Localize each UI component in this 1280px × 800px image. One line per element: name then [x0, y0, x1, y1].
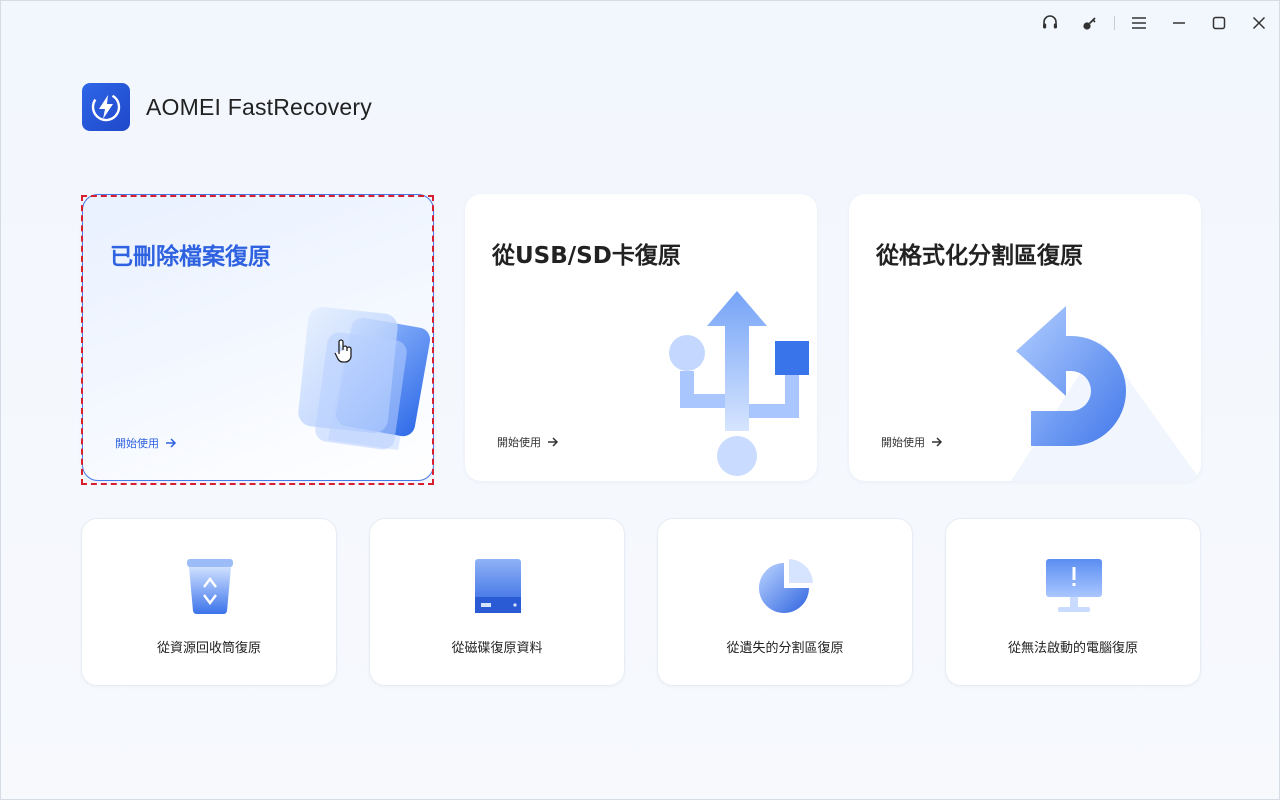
card-usb-sd-recovery[interactable]: 從USB/SD卡復原 開始使用 — [465, 194, 817, 481]
card-label: 從磁碟復原資料 — [451, 641, 543, 656]
maximize-button[interactable] — [1199, 9, 1239, 37]
card-disk-recovery[interactable]: 從磁碟復原資料 — [369, 518, 625, 686]
start-link[interactable]: 開始使用 — [881, 434, 943, 450]
card-unbootable-pc-recovery[interactable]: 從無法啟動的電腦復原 — [945, 518, 1201, 686]
lightning-logo-icon — [91, 92, 121, 122]
card-label: 從遺失的分割區復原 — [726, 641, 844, 656]
start-link[interactable]: 開始使用 — [497, 434, 559, 450]
titlebar-controls — [1030, 9, 1279, 37]
license-button[interactable] — [1070, 9, 1110, 37]
card-label: 從資源回收筒復原 — [156, 641, 261, 656]
start-link-label: 開始使用 — [497, 436, 541, 449]
arrow-right-icon — [548, 437, 559, 447]
disk-icon — [475, 559, 521, 613]
headset-icon — [1043, 15, 1057, 29]
minimize-icon — [1173, 22, 1185, 24]
card-title: 從格式化分割區復原 — [876, 243, 1083, 269]
key-icon — [1083, 17, 1096, 30]
card-deleted-file-recovery[interactable]: 已刪除檔案復原 開始使用 — [82, 194, 434, 481]
brand-header: AOMEI FastRecovery — [82, 83, 372, 131]
card-recycle-bin-recovery[interactable]: 從資源回收筒復原 — [81, 518, 337, 686]
support-button[interactable] — [1030, 9, 1070, 37]
usb-art-icon — [669, 291, 809, 476]
card-title: 從USB/SD卡復原 — [492, 243, 681, 269]
files-art-icon — [298, 307, 431, 450]
arrow-right-icon — [166, 438, 177, 448]
titlebar-separator — [1114, 16, 1115, 30]
start-link[interactable]: 開始使用 — [115, 435, 177, 451]
monitor-warning-icon — [1046, 559, 1102, 612]
close-icon — [1252, 16, 1266, 30]
card-label: 從無法啟動的電腦復原 — [1007, 641, 1138, 656]
app-title: AOMEI FastRecovery — [146, 93, 372, 120]
start-link-label: 開始使用 — [881, 436, 925, 449]
close-button[interactable] — [1239, 9, 1279, 37]
app-logo — [82, 83, 130, 131]
card-formatted-partition-recovery[interactable]: 從格式化分割區復原 開始使用 — [849, 194, 1201, 481]
menu-button[interactable] — [1119, 9, 1159, 37]
undo-arrow-art-icon — [1011, 306, 1201, 481]
minimize-button[interactable] — [1159, 9, 1199, 37]
card-lost-partition-recovery[interactable]: 從遺失的分割區復原 — [657, 518, 913, 686]
maximize-icon — [1212, 16, 1226, 30]
card-title: 已刪除檔案復原 — [110, 244, 271, 270]
pie-chart-icon — [759, 559, 813, 613]
arrow-right-icon — [932, 437, 943, 447]
recycle-bin-icon — [187, 559, 233, 615]
start-link-label: 開始使用 — [115, 437, 159, 450]
menu-icon — [1132, 17, 1146, 29]
